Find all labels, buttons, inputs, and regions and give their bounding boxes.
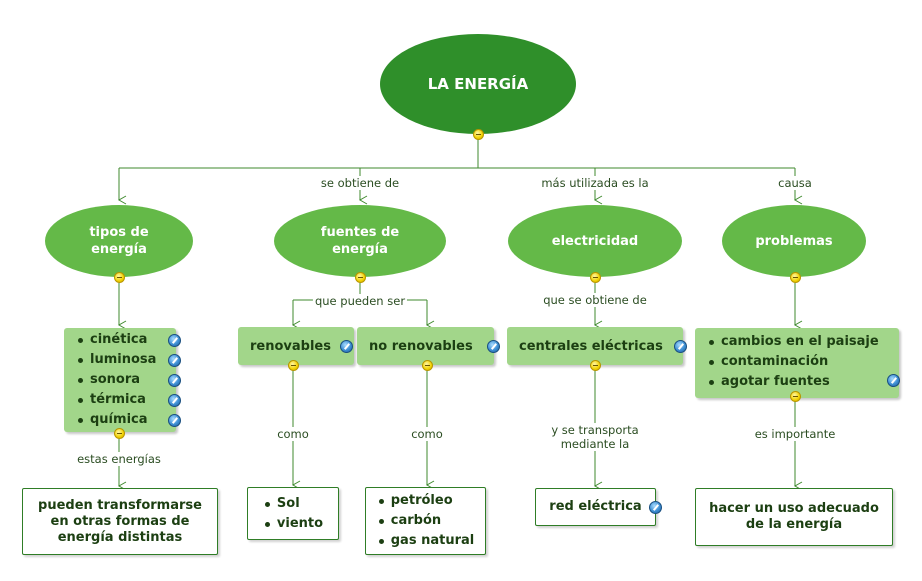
topic-no-renovables[interactable]: no renovables bbox=[357, 327, 494, 365]
list-item: petróleo bbox=[377, 491, 474, 511]
link-label-es-importante: es importante bbox=[752, 427, 838, 441]
link-label-causa: causa bbox=[776, 176, 814, 190]
list-item: agotar fuentes bbox=[707, 372, 899, 392]
hyperlink-icon[interactable] bbox=[340, 340, 353, 353]
collapse-toggle-icon[interactable] bbox=[114, 428, 125, 439]
topic-fuentes-de-energia-label: fuentes de energía bbox=[320, 225, 400, 257]
list-item: sonora bbox=[76, 370, 176, 390]
collapse-toggle-icon[interactable] bbox=[473, 129, 484, 140]
list-item: cinética bbox=[76, 330, 176, 350]
topic-red-electrica[interactable]: red eléctrica bbox=[535, 488, 656, 526]
collapse-toggle-icon[interactable] bbox=[355, 272, 366, 283]
hyperlink-icon[interactable] bbox=[649, 501, 662, 514]
list-item: luminosa bbox=[76, 350, 176, 370]
link-label-y-se-transporta: y se transporta mediante la bbox=[538, 423, 652, 451]
hyperlink-icon[interactable] bbox=[168, 334, 181, 347]
hyperlink-icon[interactable] bbox=[487, 340, 500, 353]
collapse-toggle-icon[interactable] bbox=[790, 391, 801, 402]
hyperlink-icon[interactable] bbox=[887, 374, 900, 387]
topic-problemas-label: problemas bbox=[755, 233, 833, 249]
result-uso-adecuado-label: hacer un uso adecuado de la energía bbox=[709, 501, 879, 532]
result-transformarse-label: pueden transformarse en otras formas de … bbox=[38, 497, 202, 545]
collapse-toggle-icon[interactable] bbox=[114, 272, 125, 283]
topic-electricidad-label: electricidad bbox=[551, 233, 639, 249]
topic-electricidad[interactable]: electricidad bbox=[508, 205, 682, 277]
topic-red-electrica-label: red eléctrica bbox=[549, 499, 642, 514]
problems-list[interactable]: cambios en el paisaje contaminación agot… bbox=[695, 328, 899, 398]
list-item: viento bbox=[263, 514, 323, 534]
topic-no-renovables-label: no renovables bbox=[369, 338, 473, 354]
result-transformarse[interactable]: pueden transformarse en otras formas de … bbox=[22, 488, 218, 555]
result-uso-adecuado[interactable]: hacer un uso adecuado de la energía bbox=[695, 488, 893, 546]
topic-centrales-label: centrales eléctricas bbox=[519, 338, 663, 354]
renewable-examples[interactable]: Sol viento bbox=[247, 487, 339, 540]
list-item: gas natural bbox=[377, 531, 474, 551]
list-item: térmica bbox=[76, 390, 176, 410]
types-of-energy-list[interactable]: cinética luminosa sonora térmica química bbox=[64, 328, 176, 432]
root-topic[interactable]: LA ENERGÍA bbox=[380, 34, 576, 134]
list-item: química bbox=[76, 410, 176, 430]
hyperlink-icon[interactable] bbox=[168, 414, 181, 427]
topic-problemas[interactable]: problemas bbox=[722, 205, 866, 277]
topic-centrales-electricas[interactable]: centrales eléctricas bbox=[507, 327, 683, 365]
topic-tipos-de-energia[interactable]: tipos de energía bbox=[45, 205, 193, 277]
hyperlink-icon[interactable] bbox=[168, 374, 181, 387]
link-label-que-se-obtiene-de: que se obtiene de bbox=[541, 293, 649, 307]
link-label-se-obtiene-de: se obtiene de bbox=[318, 176, 402, 190]
collapse-toggle-icon[interactable] bbox=[590, 360, 601, 371]
root-topic-label: LA ENERGÍA bbox=[427, 74, 529, 93]
topic-renovables-label: renovables bbox=[250, 338, 331, 354]
list-item: contaminación bbox=[707, 352, 899, 372]
topic-tipos-de-energia-label: tipos de energía bbox=[89, 225, 149, 257]
hyperlink-icon[interactable] bbox=[168, 394, 181, 407]
list-item: carbón bbox=[377, 511, 474, 531]
hyperlink-icon[interactable] bbox=[168, 354, 181, 367]
collapse-toggle-icon[interactable] bbox=[288, 360, 299, 371]
topic-fuentes-de-energia[interactable]: fuentes de energía bbox=[274, 205, 446, 277]
link-label-como: como bbox=[409, 427, 445, 441]
list-item: Sol bbox=[263, 494, 323, 514]
link-label-que-pueden-ser: que pueden ser bbox=[312, 294, 408, 308]
nonrenewable-examples[interactable]: petróleo carbón gas natural bbox=[365, 487, 486, 555]
link-label-estas-energias: estas energías bbox=[75, 452, 163, 466]
topic-renovables[interactable]: renovables bbox=[238, 327, 354, 365]
link-label-mas-utilizada: más utilizada es la bbox=[539, 176, 651, 190]
hyperlink-icon[interactable] bbox=[674, 340, 687, 353]
list-item: cambios en el paisaje bbox=[707, 332, 899, 352]
collapse-toggle-icon[interactable] bbox=[422, 360, 433, 371]
collapse-toggle-icon[interactable] bbox=[590, 272, 601, 283]
collapse-toggle-icon[interactable] bbox=[790, 272, 801, 283]
link-label-como: como bbox=[275, 427, 311, 441]
